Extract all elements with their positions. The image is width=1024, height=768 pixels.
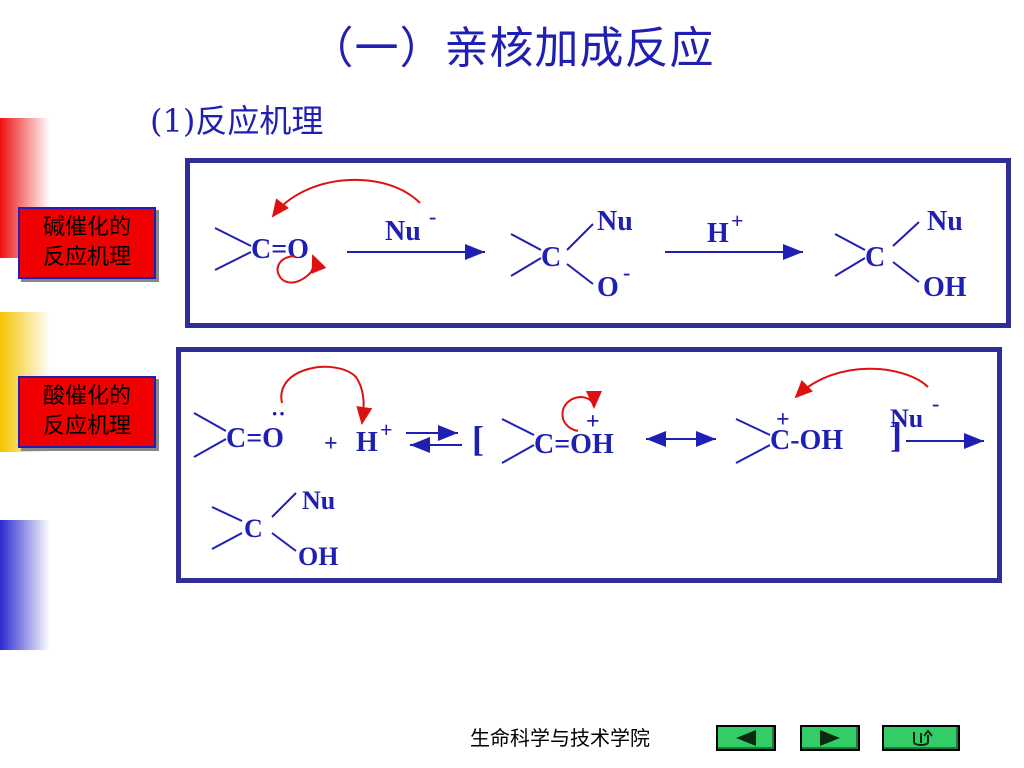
base-mechanism-diagram: C=O Nu - C Nu O - H + C Nu OH [214, 178, 967, 303]
prev-slide-button[interactable] [716, 725, 776, 751]
acid-int1: C=OH [534, 429, 614, 460]
acid-reactant-dots: ·· [271, 401, 286, 426]
section-subtitle: (1)反应机理 [150, 102, 324, 140]
acid-reagent-charge: + [380, 417, 393, 442]
curved-arrow-icon [271, 178, 421, 218]
acid-int2: C-OH [770, 425, 843, 456]
acid-int1-charge: + [586, 409, 600, 435]
base-mechanism-box [185, 158, 1011, 328]
page-title: （一）亲核加成反应 [309, 23, 715, 74]
bond-line [214, 251, 252, 271]
bond-line [892, 221, 920, 247]
base-int-nu: Nu [597, 206, 633, 237]
bond-line [735, 444, 771, 464]
acid-reagent2-charge: - [932, 391, 939, 416]
bond-line [193, 438, 227, 458]
base-mechanism-link[interactable]: 碱催化的 反应机理 [18, 207, 156, 279]
curved-arrow-icon [794, 367, 929, 399]
left-triangle-icon [736, 730, 756, 746]
base-prod-oh: OH [923, 272, 967, 303]
curved-arrow-icon [276, 254, 327, 284]
bond-line [501, 444, 535, 464]
return-arrow-icon [913, 729, 933, 746]
bracket-open: [ [472, 419, 484, 459]
bond-line [193, 412, 227, 432]
bond-line [501, 418, 535, 436]
bond-line [834, 233, 866, 251]
bond-line [735, 418, 771, 436]
base-int-o: O [597, 272, 619, 303]
base-reactant: C=O [251, 234, 309, 265]
footer-text: 生命科学与技术学院 [470, 726, 650, 750]
base-reagent-charge: - [429, 204, 436, 229]
acid-plus: + [324, 431, 338, 457]
acid-mechanism-link[interactable]: 酸催化的 反应机理 [18, 376, 156, 448]
base-reagent2-charge: + [731, 208, 744, 233]
bond-line [271, 532, 297, 552]
acid-mechanism-diagram: C=O ·· + H + [ C=OH + C-OH + ] Nu - C Nu… [193, 365, 984, 571]
base-int-o-charge: - [623, 260, 630, 285]
bond-line [211, 532, 243, 550]
bond-line [510, 233, 542, 251]
acid-reagent: H [356, 427, 378, 458]
curved-arrow-icon [561, 390, 602, 432]
bond-line [834, 257, 866, 277]
bracket-close: ] [890, 415, 902, 455]
return-button[interactable] [882, 725, 960, 751]
base-prod-c: C [865, 242, 885, 273]
bond-line [271, 492, 297, 518]
acid-reactant: C=O [226, 423, 284, 454]
next-slide-button[interactable] [800, 725, 860, 751]
bond-line [211, 506, 243, 522]
base-reagent2: H [707, 218, 729, 249]
base-int-c: C [541, 242, 561, 273]
bond-line [214, 227, 252, 247]
bond-line [566, 223, 594, 251]
base-prod-nu: Nu [927, 206, 963, 237]
acid-reagent2: Nu [890, 404, 923, 433]
acid-prod-nu: Nu [302, 486, 335, 515]
bond-line [566, 263, 594, 285]
acid-int2-charge: + [776, 407, 790, 433]
acid-prod-oh: OH [298, 542, 338, 571]
right-triangle-icon [820, 730, 840, 746]
curved-arrow-icon [280, 365, 373, 425]
bond-line [892, 261, 920, 283]
acid-prod-c: C [244, 514, 263, 543]
base-reagent: Nu [385, 216, 421, 247]
acid-mechanism-box [176, 347, 1002, 583]
bond-line [510, 257, 542, 277]
side-bar-blue [0, 520, 50, 650]
